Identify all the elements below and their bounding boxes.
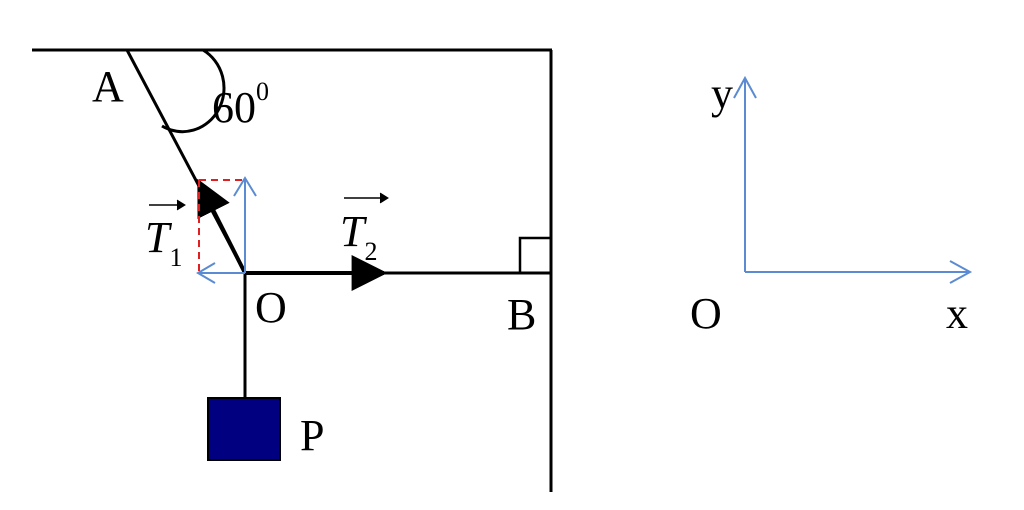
T2-overarrow-head [379,192,389,204]
block-P [207,397,281,461]
label-A: A [92,62,124,111]
label-T1: T1 [145,213,182,272]
label-T2-sub: 2 [364,237,377,266]
label-B: B [507,290,536,339]
label-T1-sub: 1 [169,243,182,272]
component-T1y-head [233,176,257,197]
axis-label-y: y [711,69,733,118]
axis-y-arrowhead [733,75,757,99]
axis-x-arrowhead [949,260,973,284]
axis-label-origin: O [690,289,722,338]
axis-label-x: x [946,289,968,338]
label-angle-value: 60 [212,83,256,132]
vector-T1 [197,178,247,274]
right-angle-mark [518,236,551,273]
label-T1-main: T [145,213,173,262]
label-P: P [300,411,324,460]
component-T1x-head [196,262,216,284]
label-angle-sup: 0 [256,77,269,106]
label-T2-main: T [340,207,368,256]
T1-overarrow-head [176,199,186,211]
label-angle: 600 [212,77,269,132]
angle-arc-60 [161,48,226,134]
label-O: O [255,283,287,332]
label-T2: T2 [340,207,377,266]
